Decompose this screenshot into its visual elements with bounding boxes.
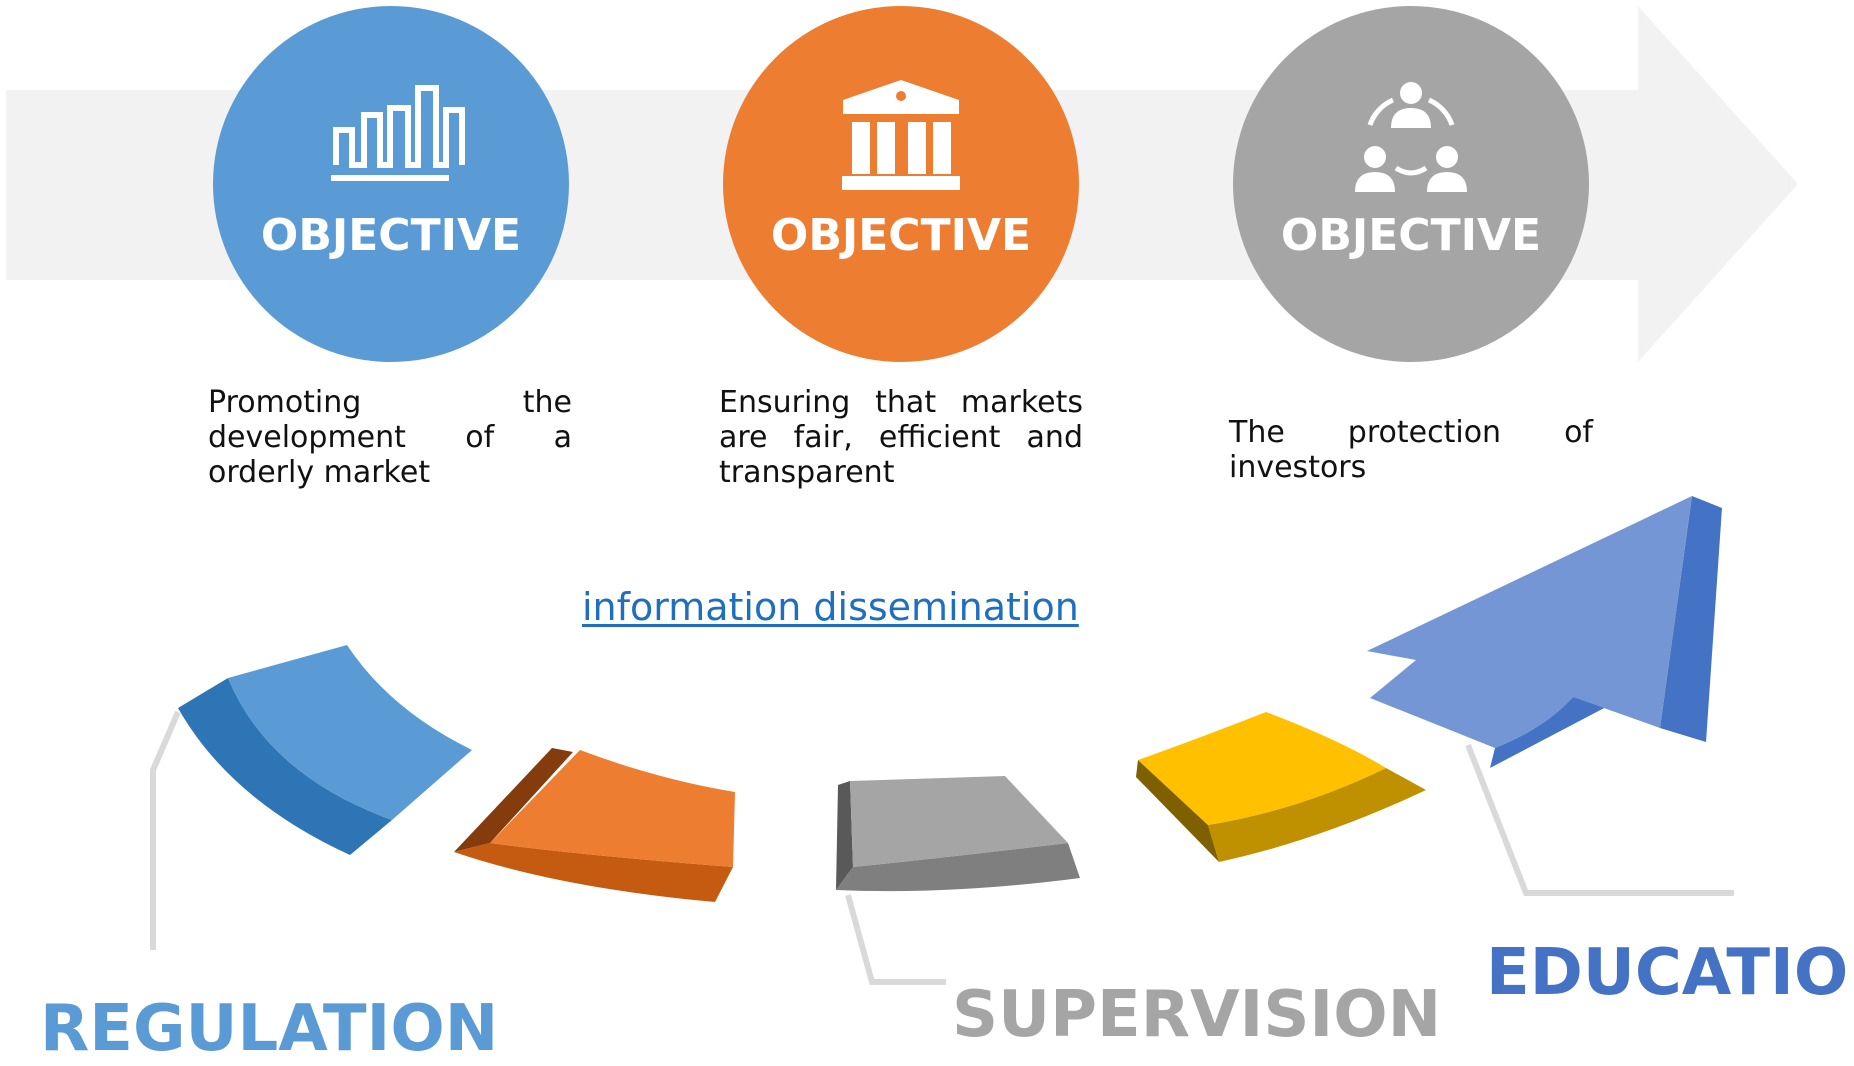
objective-circle-3 — [1233, 6, 1589, 362]
connector-education — [1465, 743, 1734, 896]
regulation-segment — [178, 645, 472, 855]
objective-circle-1 — [213, 6, 569, 362]
information-dissemination-link[interactable]: information dissemination — [582, 585, 1079, 629]
regulation-label: REGULATION — [40, 992, 499, 1066]
bank-building-icon — [842, 80, 960, 190]
objective-description-2: Ensuring that markets are fair, efficien… — [719, 385, 1083, 490]
people-network-icon — [1355, 82, 1467, 192]
education-label: EDUCATION — [1486, 936, 1854, 1010]
connector-regulation — [150, 710, 181, 950]
orange-segment — [454, 748, 735, 902]
objective-description-3: The protection of investors — [1229, 415, 1593, 485]
objective-heading-2: OBJECTIVE — [771, 210, 1031, 261]
supervision-segment — [836, 776, 1080, 892]
supervision-label: SUPERVISION — [952, 978, 1442, 1052]
yellow-segment — [1136, 712, 1426, 862]
objective-heading-1: OBJECTIVE — [261, 210, 521, 261]
education-arrow — [1367, 496, 1722, 768]
objective-description-1: Promoting the development of a orderly m… — [208, 385, 572, 490]
objective-heading-3: OBJECTIVE — [1281, 210, 1541, 261]
connector-supervision — [845, 894, 946, 985]
bar-chart-icon — [331, 85, 465, 181]
